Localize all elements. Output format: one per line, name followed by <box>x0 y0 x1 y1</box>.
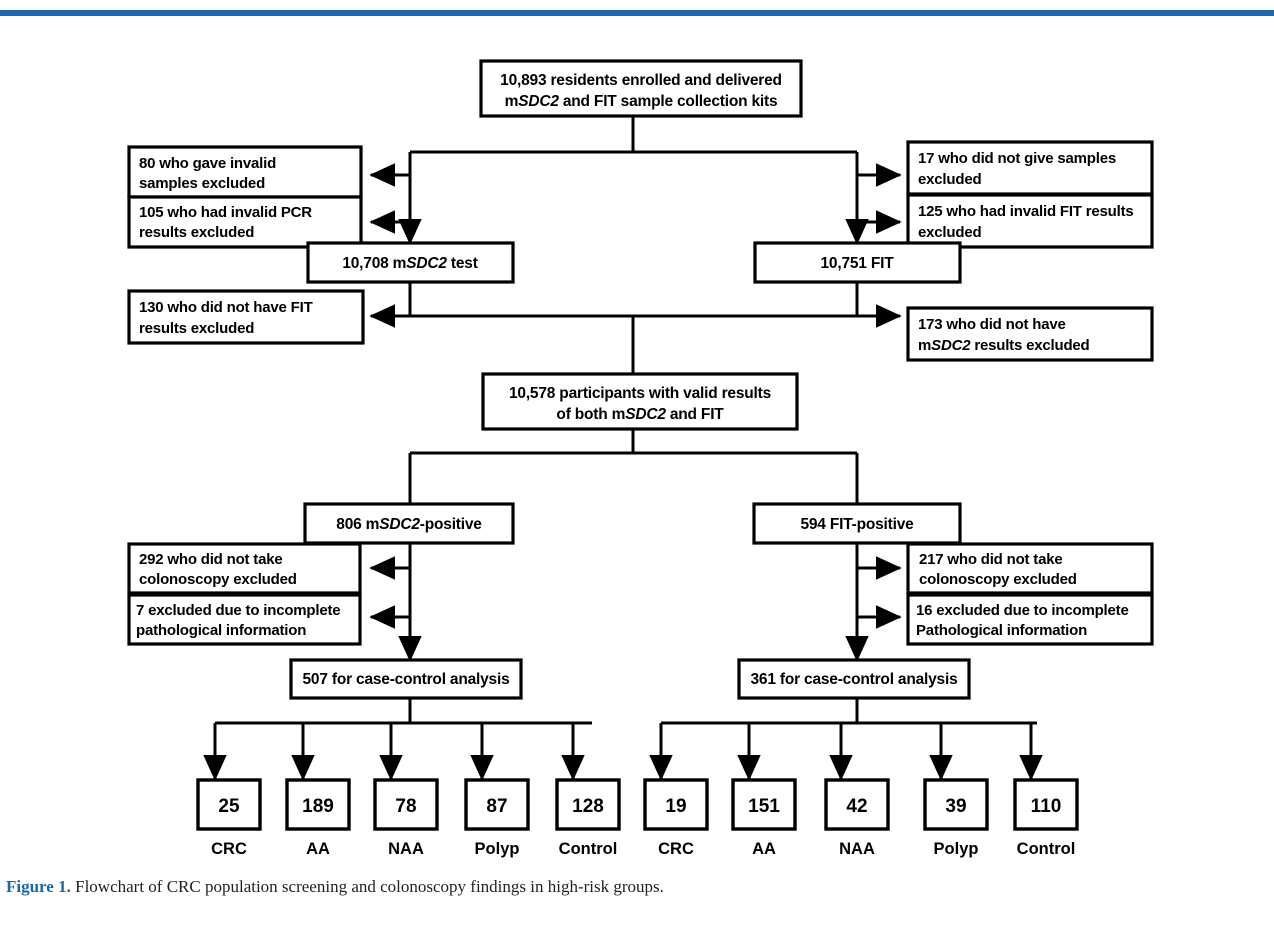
figure-caption-text: Flowchart of CRC population screening an… <box>70 877 664 896</box>
node-excl-invalid-pcr: 105 who had invalid PCR results excluded <box>127 195 363 249</box>
excl-217-line2: colonoscopy excluded <box>919 571 1077 588</box>
leaf-right-aa: 151 AA <box>731 778 797 858</box>
leaf-right-polyp: 39 Polyp <box>923 778 989 858</box>
leaf-right-polyp-label: Polyp <box>934 840 979 858</box>
node-enrolled-line2: mSDC2 and FIT sample collection kits <box>505 93 778 110</box>
leaf-right-naa-value: 42 <box>846 796 867 817</box>
excl-7-line2: pathological information <box>136 622 306 639</box>
excl-125-line1: 125 who had invalid FIT results <box>918 203 1134 220</box>
node-fit-positive-label: 594 FIT-positive <box>800 516 914 533</box>
excl-292-line1: 292 who did not take <box>139 551 283 568</box>
node-excl-incomplete-path-right: 16 excluded due to incomplete Pathologic… <box>906 593 1154 646</box>
node-analysis-right-label: 361 for case-control analysis <box>751 671 958 688</box>
excl-173-line1: 173 who did not have <box>918 316 1066 333</box>
excl-292-line2: colonoscopy excluded <box>139 571 297 588</box>
leaf-left-control-label: Control <box>559 840 618 858</box>
node-excl-no-samples: 17 who did not give samples excluded <box>906 140 1154 196</box>
excl-17-line2: excluded <box>918 171 981 188</box>
leaf-left-polyp: 87 Polyp <box>464 778 530 858</box>
node-combined: 10,578 participants with valid results o… <box>481 372 799 431</box>
node-excl-no-colo-right: 217 who did not take colonoscopy exclude… <box>906 542 1154 595</box>
flowchart-svg: 10,893 residents enrolled and delivered … <box>127 59 1154 858</box>
node-analysis-right: 361 for case-control analysis <box>737 658 971 700</box>
leaf-left-aa: 189 AA <box>285 778 351 858</box>
node-excl-invalid-samples: 80 who gave invalid samples excluded <box>127 145 363 199</box>
leaf-right-control-value: 110 <box>1031 796 1062 817</box>
leaf-left-polyp-label: Polyp <box>475 840 520 858</box>
node-excl-no-fit-results: 130 who did not have FIT results exclude… <box>127 289 365 345</box>
figure-caption: Figure 1. Flowchart of CRC population sc… <box>6 876 1266 899</box>
node-analysis-left-label: 507 for case-control analysis <box>303 671 510 688</box>
node-enrolled-line1: 10,893 residents enrolled and delivered <box>500 72 782 89</box>
leaf-left-control-value: 128 <box>572 796 604 817</box>
excl-80-line2: samples excluded <box>139 175 265 192</box>
excl-130-line1: 130 who did not have FIT <box>139 299 313 316</box>
excl-7-line1: 7 excluded due to incomplete <box>136 602 340 619</box>
excl-130-line2: results excluded <box>139 320 254 337</box>
node-enrolled: 10,893 residents enrolled and delivered … <box>479 59 803 118</box>
node-msdc2-positive: 806 mSDC2-positive <box>303 502 515 545</box>
node-excl-invalid-fit: 125 who had invalid FIT results excluded <box>906 193 1154 249</box>
leaf-right-aa-value: 151 <box>748 796 780 817</box>
leaf-right-aa-label: AA <box>752 840 776 858</box>
excl-16-line1: 16 excluded due to incomplete <box>916 602 1129 619</box>
node-excl-no-msdc2-results: 173 who did not have mSDC2 results exclu… <box>906 306 1154 362</box>
leaf-left-crc: 25 CRC <box>196 778 262 858</box>
leaf-left-naa-label: NAA <box>388 840 424 858</box>
node-fit-test: 10,751 FIT <box>753 241 962 284</box>
node-excl-incomplete-path-left: 7 excluded due to incomplete pathologica… <box>127 593 362 646</box>
leaf-right-naa: 42 NAA <box>824 778 890 858</box>
leaf-right-control-label: Control <box>1017 840 1076 858</box>
leaf-left-crc-value: 25 <box>218 796 240 817</box>
leaf-left-naa: 78 NAA <box>373 778 439 858</box>
leaf-right-crc: 19 CRC <box>643 778 709 858</box>
leaf-right-polyp-value: 39 <box>945 796 966 817</box>
header-rule <box>0 10 1274 16</box>
node-msdc2-test: 10,708 mSDC2 test <box>306 241 515 284</box>
leaf-right-crc-label: CRC <box>658 840 694 858</box>
connector-layer <box>203 116 1043 781</box>
node-fit-test-label: 10,751 FIT <box>821 255 895 272</box>
node-analysis-left: 507 for case-control analysis <box>289 658 523 700</box>
node-excl-no-colo-left: 292 who did not take colonoscopy exclude… <box>127 542 362 595</box>
leaf-right-control: 110 Control <box>1013 778 1079 858</box>
excl-105-line1: 105 who had invalid PCR <box>139 204 312 221</box>
leaf-left-crc-label: CRC <box>211 840 247 858</box>
leaf-left-control: 128 Control <box>555 778 621 858</box>
node-fit-positive: 594 FIT-positive <box>752 502 962 545</box>
excl-173-line2: mSDC2 results excluded <box>918 337 1090 354</box>
excl-17-line1: 17 who did not give samples <box>918 150 1116 167</box>
leaf-right-crc-value: 19 <box>665 796 686 817</box>
excl-105-line2: results excluded <box>139 224 254 241</box>
figure-caption-label: Figure 1. <box>6 877 71 896</box>
node-msdc2-test-label: 10,708 mSDC2 test <box>342 255 477 272</box>
leaf-left-aa-value: 189 <box>302 796 334 817</box>
leaf-left-polyp-value: 87 <box>486 796 507 817</box>
leaf-right-naa-label: NAA <box>839 840 875 858</box>
excl-16-line2: Pathological information <box>916 622 1087 639</box>
leaf-group-right: 19 CRC 151 AA 42 NAA 39 Polyp 110 Contro… <box>643 778 1079 858</box>
leaf-group-left: 25 CRC 189 AA 78 NAA 87 Polyp 128 Contro… <box>196 778 621 858</box>
node-msdc2-positive-label: 806 mSDC2-positive <box>336 516 482 533</box>
excl-217-line1: 217 who did not take <box>919 551 1063 568</box>
node-combined-line1: 10,578 participants with valid results <box>509 385 771 402</box>
leaf-left-aa-label: AA <box>306 840 330 858</box>
figure-flowchart: 10,893 residents enrolled and delivered … <box>0 16 1274 866</box>
node-combined-line2: of both mSDC2 and FIT <box>556 406 724 423</box>
excl-80-line1: 80 who gave invalid <box>139 155 276 172</box>
leaf-left-naa-value: 78 <box>395 796 416 817</box>
excl-125-line2: excluded <box>918 224 981 241</box>
